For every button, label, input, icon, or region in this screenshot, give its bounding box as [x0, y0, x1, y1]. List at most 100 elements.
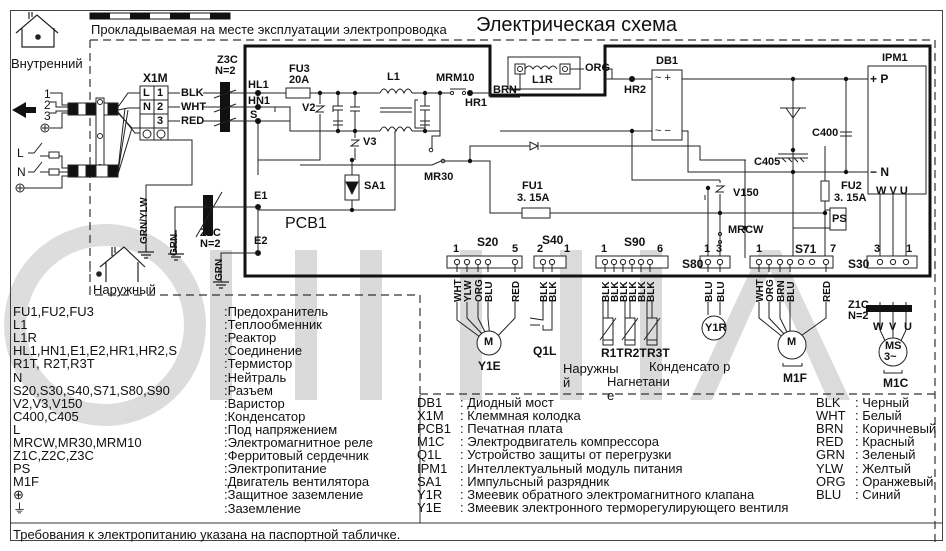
x1m-row1-left: L [143, 87, 150, 99]
indoor-label: Внутренний [11, 56, 83, 71]
legend-description: :Ферритовый сердечник [224, 448, 369, 464]
supply-line-l: L [17, 146, 24, 160]
hr1-label: HR1 [465, 97, 488, 109]
s20-label: S20 [477, 235, 499, 249]
m1c-phase-w: W [873, 321, 884, 333]
junction-dots [255, 76, 849, 231]
ground-icons [138, 230, 229, 289]
field-wiring-boundary [89, 39, 936, 545]
db1-pin-ac-minus: ~ − [655, 125, 671, 137]
connector-pin [646, 258, 654, 266]
grn-wire-label-1: GRN [169, 233, 180, 256]
ipm1-n: − N [870, 165, 890, 179]
legend-code: WHT [816, 408, 846, 424]
s30-pin-first: 3 [874, 243, 881, 255]
legend-code: ⏚ [13, 500, 27, 516]
connector-pin [548, 258, 556, 266]
legend-code: R1T, R2T,R3T [13, 356, 95, 372]
s80-pin-last: 3 [716, 243, 723, 255]
connector-pin [776, 258, 784, 266]
legend-code: FU1,FU2,FU3 [13, 304, 94, 319]
indoor-house-icon [15, 12, 59, 48]
legend-description: : Клеммная колодка [460, 408, 581, 424]
s30-label: S30 [848, 257, 870, 271]
supply-line-n: N [17, 165, 26, 179]
connector-pin [601, 258, 609, 266]
x1m-label: X1M [143, 71, 168, 85]
e2-label: E2 [254, 235, 268, 247]
connector-pin [619, 258, 627, 266]
node-hn1: HN1 [248, 95, 271, 107]
x1m-terminal-block [139, 85, 193, 252]
legend-description: :Предохранитель [224, 304, 329, 319]
z3c-ferrite-core [220, 82, 230, 132]
thermistor-outdoor-label: Наружны й [563, 361, 619, 390]
legend-description: : Диодный мост [460, 395, 554, 410]
m1f-label: M1F [783, 371, 807, 385]
wire-color-label: BLK [548, 281, 559, 302]
z1c-label: Z1C [848, 299, 869, 311]
supply-terminal-1: 1 [44, 87, 51, 101]
z2c-n-label: N=2 [200, 238, 221, 250]
connector-pin [484, 258, 492, 266]
legend-code: IPM1 [417, 460, 448, 476]
z3c-label: Z3C [217, 54, 238, 66]
wire-color-label: RED [822, 281, 833, 302]
wire-color-label: ORG [474, 279, 485, 302]
org-label: ORG [585, 62, 611, 74]
legend-code: M1F [13, 474, 39, 490]
thermistor-condenser-label: Конденсато р [649, 359, 731, 374]
legend-code: DB1 [417, 395, 443, 410]
legend-description: :Конденсатор [224, 408, 306, 424]
s90-pin-last: 6 [657, 243, 664, 255]
x1m-row2-num: 2 [157, 101, 164, 113]
s80-pin-first: 1 [704, 243, 711, 255]
legend-description: : Коричневый [855, 421, 937, 437]
legend-description: : Электродвигатель компрессора [460, 434, 659, 450]
legend-description: : Синий [855, 486, 901, 502]
m1f-motor-symbol: M [787, 336, 797, 348]
outer-frame [10, 10, 943, 541]
m1c-label: M1C [883, 376, 909, 390]
legend-code: N [13, 369, 23, 385]
wire-color-label: ORG [765, 279, 776, 302]
connector-pin [716, 258, 724, 266]
legend-description: :Под напряжением [224, 421, 338, 437]
connector-pin [453, 258, 461, 266]
s20-pin-last: 5 [512, 243, 519, 255]
wire-blk: BLK [181, 87, 204, 99]
legend-description: : Устройство защиты от перегрузки [460, 447, 672, 463]
connector-pin [822, 258, 830, 266]
connector-pin [628, 258, 636, 266]
connector-pin [876, 258, 884, 266]
ipm1-wvu: W V U [876, 185, 908, 197]
fu1-label: FU1 [522, 180, 543, 192]
wire-color-label: WHT [755, 279, 766, 302]
wire-color-label: BLK [539, 281, 550, 302]
s40-label: S40 [542, 233, 564, 247]
thermistor-discharge-label: Нагнетани е [607, 374, 670, 403]
y1e-label: Y1E [478, 359, 501, 373]
legend-code: Y1E [417, 499, 442, 515]
connector-s20 [446, 255, 523, 269]
y1e-motor-symbol: M [484, 336, 494, 348]
s71-pin-last: 7 [830, 243, 837, 255]
wire-color-label: BLK [637, 281, 648, 302]
z1c-n-label: N=2 [848, 310, 869, 322]
brn-label: BRN [493, 84, 517, 96]
c405-label: C405 [754, 156, 781, 168]
cable-note: Прокладываемая на месте эксплуатации эле… [91, 22, 447, 37]
connector-pin [765, 258, 773, 266]
legend-description: :Реактор [224, 330, 277, 346]
cable-legend-bar [89, 12, 231, 20]
legend-code: YLW [816, 460, 844, 476]
r2t-label: R2T [624, 346, 647, 360]
connector-pin [902, 258, 910, 266]
legend-description: :Соединение [224, 343, 303, 359]
legend-description: :Нейтраль [224, 369, 287, 385]
legend-description: :Теплообменник [224, 317, 322, 333]
watermark [4, 224, 850, 426]
legend-code: L [13, 421, 21, 437]
legend-code: L1R [13, 330, 37, 346]
